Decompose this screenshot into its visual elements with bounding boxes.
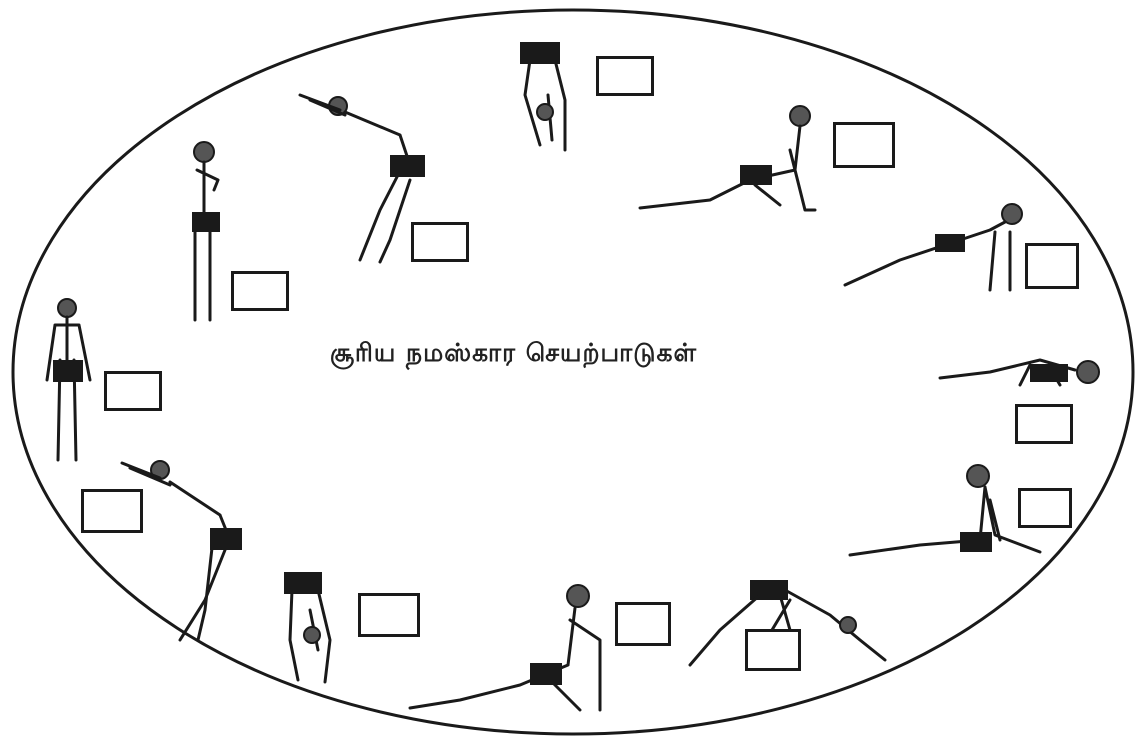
pose-prayer-figure <box>192 142 220 320</box>
answer-box-cobra[interactable] <box>1018 488 1072 528</box>
answer-box-forward-fold[interactable] <box>596 56 654 96</box>
pose-cobra-figure <box>850 465 1040 555</box>
pose-backbend-figure <box>300 95 425 262</box>
pose-plank-figure <box>845 204 1022 290</box>
answer-box-standing[interactable] <box>104 371 162 411</box>
answer-box-downward-dog[interactable] <box>745 629 801 671</box>
answer-box-prayer[interactable] <box>231 271 289 311</box>
answer-box-eight-limbed[interactable] <box>1015 404 1073 444</box>
answer-box-forward-fold-return[interactable] <box>358 593 420 637</box>
answer-box-plank[interactable] <box>1025 243 1079 289</box>
answer-box-backbend[interactable] <box>411 222 469 262</box>
pose-lunge-return-figure <box>410 585 600 710</box>
pose-forward-fold-return-figure <box>284 572 330 682</box>
answer-box-lunge-return[interactable] <box>615 602 671 646</box>
pose-forward-fold-figure <box>520 42 565 150</box>
pose-eight-limbed-figure <box>940 360 1099 385</box>
pose-lunge-figure <box>640 106 815 210</box>
answer-box-lunge[interactable] <box>833 122 895 168</box>
diagram-title: சூரிய நமஸ்கார செயற்பாடுகள் <box>330 338 870 372</box>
answer-box-backbend-return[interactable] <box>81 489 143 533</box>
pose-standing-figure <box>47 299 90 460</box>
pose-backbend-return-figure <box>122 461 242 640</box>
